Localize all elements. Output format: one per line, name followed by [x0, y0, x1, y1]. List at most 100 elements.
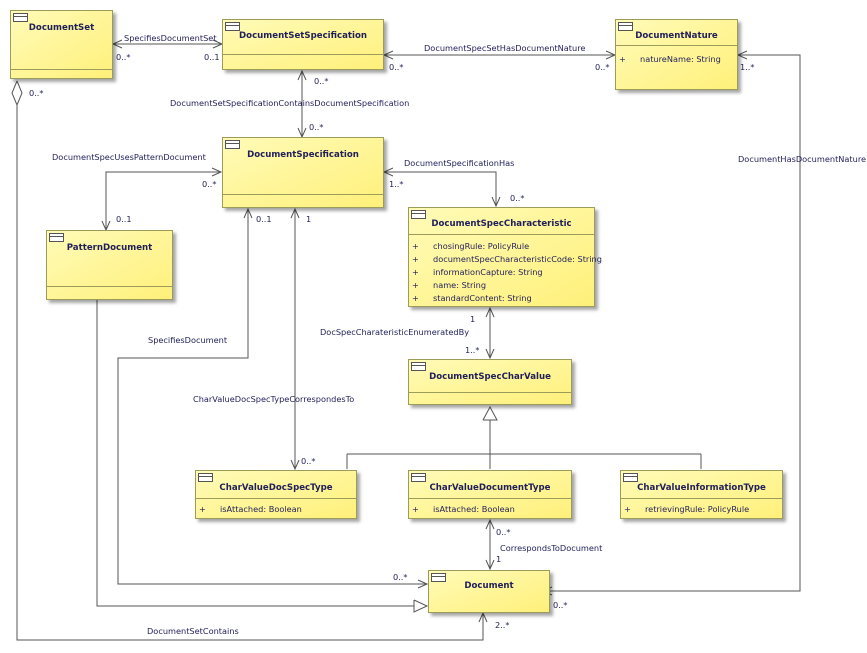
multiplicity-label: 1..*	[465, 345, 480, 355]
document-has-document-nature-line	[543, 54, 801, 592]
association-label: SpecifiesDocument	[148, 335, 228, 345]
multiplicity-label: 0..1	[204, 52, 220, 62]
compartment-divider	[409, 234, 594, 235]
arrowhead	[736, 50, 748, 60]
document-spec-uses-pattern-document-line	[105, 171, 221, 230]
arrowhead	[382, 50, 394, 60]
class-pattern-document[interactable]: PatternDocument	[46, 230, 173, 300]
class-name: PatternDocument	[66, 243, 153, 253]
class-document-spec-char-value[interactable]: DocumentSpecCharValue	[408, 359, 572, 405]
arrowhead	[417, 579, 429, 589]
class-icon	[13, 13, 28, 22]
class-icon	[49, 233, 64, 242]
multiplicity-label: 1..*	[389, 179, 404, 189]
class-name: DocumentSpecification	[247, 150, 359, 160]
class-char-value-doc-spec-type[interactable]: CharValueDocSpecType +isAttached: Boolea…	[195, 470, 357, 519]
attribute: +natureName: String	[619, 54, 721, 64]
multiplicity-label: 0..*	[553, 600, 568, 610]
class-name: CharValueDocSpecType	[219, 483, 333, 493]
class-name: DocumentNature	[635, 31, 718, 41]
attribute: +isAttached: Boolean	[199, 504, 302, 514]
multiplicity-label: 0..*	[116, 52, 131, 62]
class-document-set[interactable]: DocumentSet	[10, 10, 113, 79]
attribute: +isAttached: Boolean	[412, 504, 515, 514]
class-icon	[411, 210, 426, 219]
document-specification-has-line	[384, 171, 497, 206]
attribute: +informationCapture: String	[412, 267, 543, 277]
arrowhead	[243, 207, 253, 219]
compartment-divider	[409, 498, 571, 499]
arrowhead	[485, 559, 495, 571]
attribute: +retrievingRule: PolicyRule	[624, 504, 750, 514]
class-name: CharValueInformationType	[637, 483, 766, 493]
class-icon	[623, 473, 638, 482]
class-icon	[225, 140, 240, 149]
document-set-contains-line	[16, 105, 484, 641]
association-label: CorrespondsToDocument	[500, 543, 603, 553]
class-icon	[225, 22, 240, 31]
arrowhead	[491, 196, 501, 208]
multiplicity-label: 0..*	[393, 572, 408, 582]
multiplicity-label: 1..*	[740, 62, 755, 72]
association-label: DocumentSpecificationHas	[404, 158, 515, 168]
multiplicity-label: 0..*	[301, 456, 316, 466]
class-name: DocumentSpecCharValue	[429, 372, 551, 382]
arrowhead	[485, 306, 495, 318]
arrowhead	[290, 459, 300, 471]
multiplicity-label: 0..*	[595, 62, 610, 72]
class-document[interactable]: Document	[428, 570, 550, 613]
compartment-divider	[11, 69, 112, 70]
association-label: DocumentHasDocumentNature	[738, 154, 867, 164]
compartment-divider	[223, 194, 383, 195]
association-label: DocumentSetContains	[147, 626, 239, 636]
multiplicity-label: 0..*	[202, 179, 217, 189]
multiplicity-label: 0..*	[309, 122, 324, 132]
class-name: CharValueDocumentType	[429, 483, 551, 493]
association-label: DocSpecCharateristicEnumeratedBy	[320, 327, 470, 337]
compartment-divider	[616, 45, 737, 46]
class-icon	[618, 22, 633, 31]
multiplicity-label: 0..*	[496, 527, 511, 537]
multiplicity-label: 0..*	[314, 76, 329, 86]
arrowhead	[290, 207, 300, 219]
multiplicity-label: 0..1	[256, 214, 272, 224]
arrowhead	[485, 518, 495, 530]
arrowhead	[478, 611, 488, 623]
class-document-nature[interactable]: DocumentNature +natureName: String	[615, 19, 738, 90]
multiplicity-label: 0..*	[510, 193, 525, 203]
class-document-specification[interactable]: DocumentSpecification	[222, 137, 384, 208]
class-name: Document	[464, 581, 514, 591]
specifies-document-line	[117, 209, 427, 585]
class-char-value-information-type[interactable]: CharValueInformationType +retrievingRule…	[620, 470, 783, 519]
multiplicity-label: 1	[496, 554, 502, 564]
arrowhead	[297, 69, 307, 81]
generalization-triangle	[482, 405, 498, 421]
class-document-spec-characteristic[interactable]: DocumentSpecCharacteristic +chosingRule:…	[408, 207, 602, 307]
association-label: SpecifiesDocumentSet	[124, 33, 217, 43]
compartment-divider	[621, 498, 782, 499]
association-label: DocumentSpecUsesPatternDocument	[52, 152, 206, 162]
multiplicity-label: 0..*	[389, 62, 404, 72]
class-char-value-document-type[interactable]: CharValueDocumentType +isAttached: Boole…	[408, 470, 572, 519]
class-icon	[411, 473, 426, 482]
association-label: DocumentSetSpecificationContainsDocument…	[170, 98, 410, 108]
class-icon	[411, 362, 426, 371]
attribute: +standardContent: String	[412, 293, 532, 303]
multiplicity-label: 1	[306, 214, 312, 224]
compartment-divider	[409, 392, 571, 393]
class-icon	[431, 573, 446, 582]
pattern-document-generalization-line	[96, 300, 414, 607]
generalization-triangle	[413, 599, 429, 613]
multiplicity-label: 0..*	[29, 88, 44, 98]
compartment-divider	[47, 286, 172, 287]
class-document-set-specification[interactable]: DocumentSetSpecification	[222, 19, 384, 70]
arrowhead	[485, 348, 495, 360]
class-icon	[198, 473, 213, 482]
multiplicity-label: 2..*	[495, 620, 510, 630]
attribute: +name: String	[412, 280, 487, 290]
class-name: DocumentSpecCharacteristic	[431, 219, 572, 229]
compartment-divider	[223, 54, 383, 55]
attribute: +documentSpecCharacteristicCode: String	[412, 254, 602, 264]
multiplicity-label: 1	[470, 314, 476, 324]
